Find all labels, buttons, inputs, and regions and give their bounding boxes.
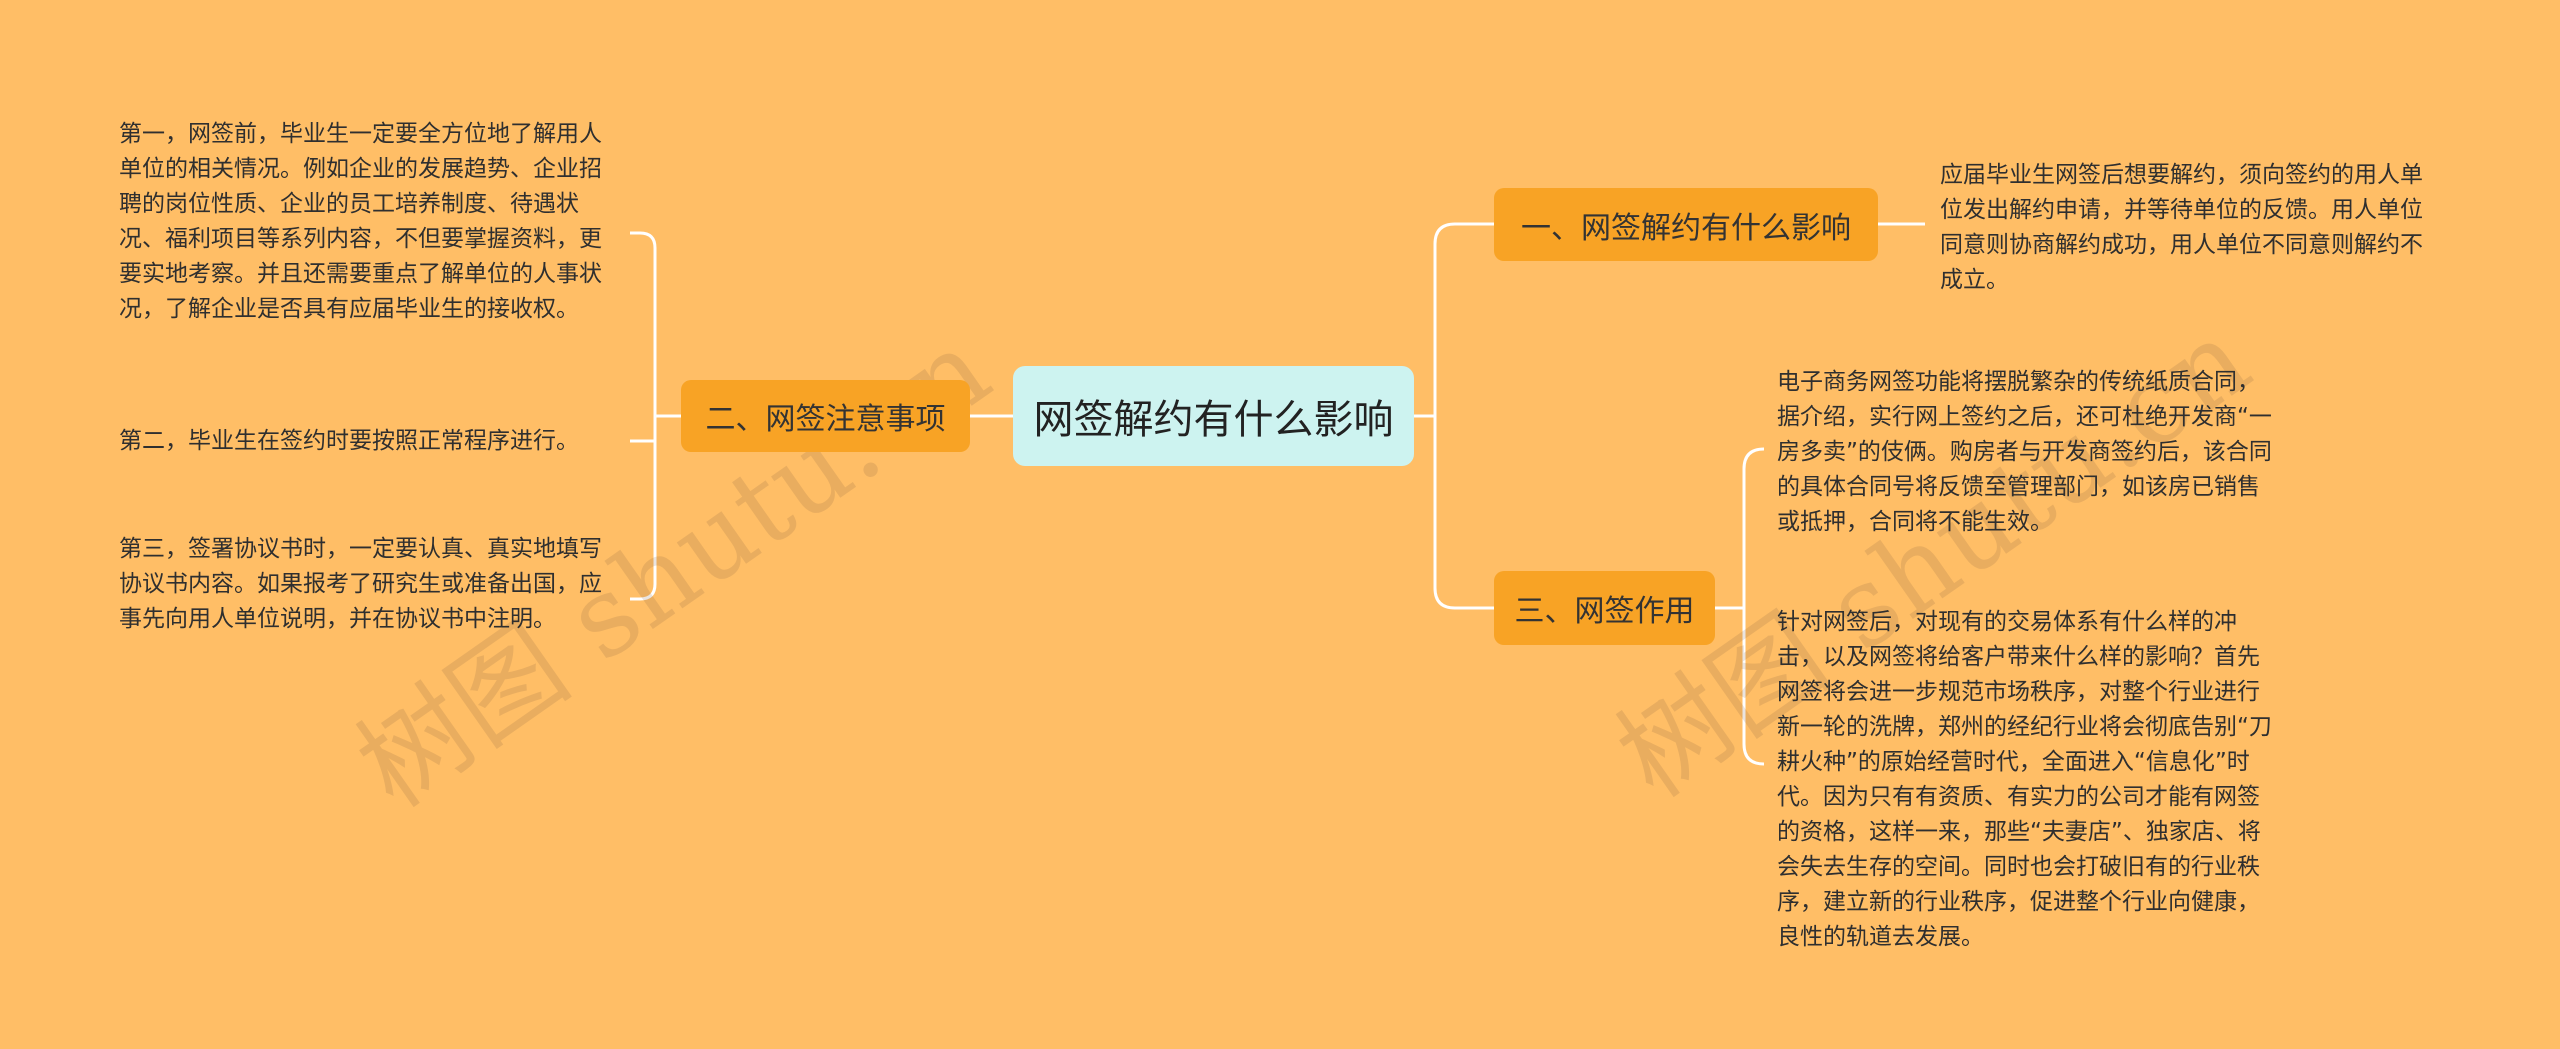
connector-branch3-bracket bbox=[1715, 447, 1765, 766]
connector-left-bracket bbox=[639, 231, 681, 601]
branch-node-2[interactable]: 二、网签注意事项 bbox=[681, 380, 970, 452]
branch-node-3[interactable]: 三、网签作用 bbox=[1494, 571, 1715, 645]
branch-node-1[interactable]: 一、网签解约有什么影响 bbox=[1494, 188, 1878, 261]
note-text: 针对网签后，对现有的交易体系有什么样的冲击，以及网签将给客户带来什么样的影响？首… bbox=[1777, 609, 2272, 950]
branch-label: 二、网签注意事项 bbox=[705, 402, 946, 437]
note-text: 第三，签署协议书时，一定要认真、真实地填写协议书内容。如果报考了研究生或准备出国… bbox=[119, 536, 602, 632]
note-text: 电子商务网签功能将摆脱繁杂的传统纸质合同，据介绍，实行网上签约之后，还可杜绝开发… bbox=[1777, 369, 2272, 535]
note-text: 第二，毕业生在签约时要按照正常程序进行。 bbox=[119, 428, 579, 454]
note-text: 第一，网签前，毕业生一定要全方位地了解用人单位的相关情况。例如企业的发展趋势、企… bbox=[119, 121, 602, 322]
branch-label: 三、网签作用 bbox=[1514, 594, 1695, 629]
branch-label: 一、网签解约有什么影响 bbox=[1521, 210, 1851, 246]
connector-right-trunk bbox=[1433, 222, 1494, 610]
root-node[interactable]: 网签解约有什么影响 bbox=[1013, 366, 1414, 466]
root-label: 网签解约有什么影响 bbox=[1033, 397, 1394, 443]
note-text: 应届毕业生网签后想要解约，须向签约的用人单位发出解约申请，并等待单位的反馈。用人… bbox=[1940, 162, 2423, 293]
